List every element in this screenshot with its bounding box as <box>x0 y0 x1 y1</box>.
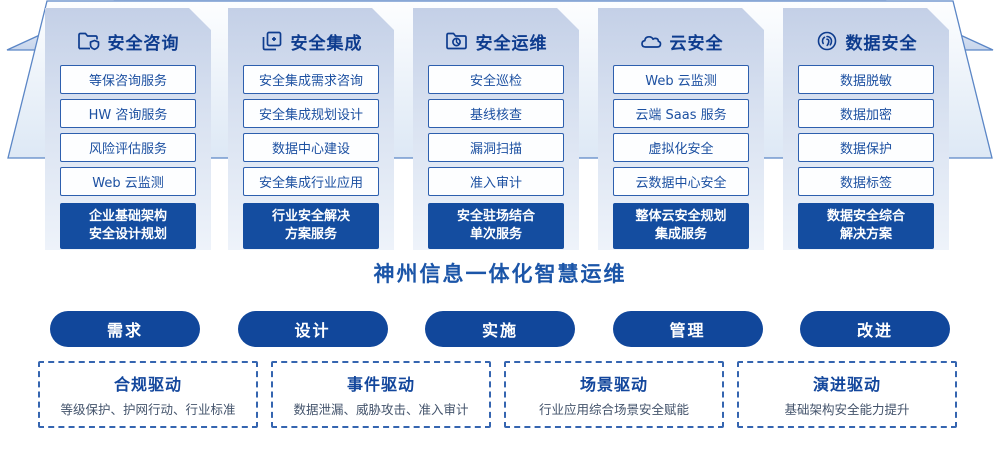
column-header: 安全集成 <box>228 28 394 54</box>
column-title: 安全集成 <box>290 33 363 54</box>
service-item: 安全集成规划设计 <box>243 99 379 128</box>
column-security-operations: 安全运维 安全巡检 基线核查 漏洞扫描 准入审计 安全驻场结合 单次服务 <box>413 8 579 250</box>
driver-incident: 事件驱动 数据泄漏、威胁攻击、准入审计 <box>271 361 491 428</box>
footer-line: 企业基础架构 <box>88 209 167 224</box>
folder-pie-chart-icon <box>445 32 467 50</box>
driver-title: 事件驱动 <box>346 375 415 394</box>
service-item: 安全集成需求咨询 <box>243 65 379 94</box>
service-item: 云数据中心安全 <box>613 167 749 196</box>
footer-line: 整体云安全规划 <box>635 209 727 224</box>
footer-line: 集成服务 <box>654 227 707 243</box>
driver-evolution: 演进驱动 基础架构安全能力提升 <box>737 361 957 428</box>
column-title: 云安全 <box>669 33 724 54</box>
copy-documents-icon <box>262 31 281 51</box>
service-item: 数据标签 <box>798 167 934 196</box>
column-items: 等保咨询服务 HW 咨询服务 风险评估服务 Web 云监测 <box>45 65 211 196</box>
column-footer: 数据安全综合 解决方案 <box>798 203 934 250</box>
footer-line: 安全驻场结合 <box>456 209 535 224</box>
column-title: 安全运维 <box>475 33 548 54</box>
pill-management: 管理 <box>612 311 763 347</box>
service-item: 安全巡检 <box>428 65 564 94</box>
column-footer: 企业基础架构 安全设计规划 <box>60 203 196 250</box>
column-cloud-security: 云安全 Web 云监测 云端 Saas 服务 虚拟化安全 云数据中心安全 整体云… <box>598 8 764 250</box>
column-header: 安全咨询 <box>45 28 211 54</box>
driver-subtitle: 基础架构安全能力提升 <box>784 402 910 417</box>
column-security-integration: 安全集成 安全集成需求咨询 安全集成规划设计 数据中心建设 安全集成行业应用 行… <box>228 8 394 250</box>
column-security-consulting: 安全咨询 等保咨询服务 HW 咨询服务 风险评估服务 Web 云监测 企业基础架… <box>45 8 211 250</box>
process-pills-row: 需求 设计 实施 管理 改进 <box>50 311 950 347</box>
column-footer: 安全驻场结合 单次服务 <box>428 203 564 250</box>
column-header: 数据安全 <box>783 28 949 54</box>
driver-subtitle: 行业应用综合场景安全赋能 <box>538 402 689 417</box>
fingerprint-icon <box>817 31 836 51</box>
column-title: 数据安全 <box>845 33 918 54</box>
driver-subtitle: 数据泄漏、威胁攻击、准入审计 <box>293 402 469 417</box>
driver-title: 合规驱动 <box>113 375 182 394</box>
column-data-security: 数据安全 数据脱敏 数据加密 数据保护 数据标签 数据安全综合 解决方案 <box>783 8 949 250</box>
service-item: 数据保护 <box>798 133 934 162</box>
drivers-row: 合规驱动 等级保护、护网行动、行业标准 事件驱动 数据泄漏、威胁攻击、准入审计 … <box>38 361 957 428</box>
column-footer: 整体云安全规划 集成服务 <box>613 203 749 250</box>
footer-line: 方案服务 <box>284 227 337 243</box>
service-item: 云端 Saas 服务 <box>613 99 749 128</box>
service-item: 数据加密 <box>798 99 934 128</box>
column-title: 安全咨询 <box>107 33 180 54</box>
service-item: Web 云监测 <box>613 65 749 94</box>
column-items: 数据脱敏 数据加密 数据保护 数据标签 <box>783 65 949 196</box>
footer-line: 数据安全综合 <box>826 209 905 224</box>
driver-title: 场景驱动 <box>579 375 648 394</box>
column-items: 安全巡检 基线核查 漏洞扫描 准入审计 <box>413 65 579 196</box>
banner-title: 神州信息一体化智慧运维 <box>373 262 627 286</box>
driver-subtitle: 等级保护、护网行动、行业标准 <box>60 402 236 417</box>
footer-line: 解决方案 <box>839 227 892 243</box>
folder-shield-icon <box>77 32 99 51</box>
column-header: 安全运维 <box>413 28 579 54</box>
column-header: 云安全 <box>598 28 764 54</box>
column-items: 安全集成需求咨询 安全集成规划设计 数据中心建设 安全集成行业应用 <box>228 65 394 196</box>
service-item: 风险评估服务 <box>60 133 196 162</box>
service-item: 虚拟化安全 <box>613 133 749 162</box>
pill-design: 设计 <box>237 311 388 347</box>
service-item: 漏洞扫描 <box>428 133 564 162</box>
service-item: 安全集成行业应用 <box>243 167 379 196</box>
service-item: 等保咨询服务 <box>60 65 196 94</box>
service-item: HW 咨询服务 <box>60 99 196 128</box>
footer-line: 行业安全解决 <box>271 209 350 224</box>
service-item: 数据中心建设 <box>243 133 379 162</box>
footer-line: 单次服务 <box>469 227 522 243</box>
column-items: Web 云监测 云端 Saas 服务 虚拟化安全 云数据中心安全 <box>598 65 764 196</box>
service-item: 数据脱敏 <box>798 65 934 94</box>
pill-implementation: 实施 <box>425 311 575 347</box>
service-item: Web 云监测 <box>60 167 196 196</box>
service-item: 基线核查 <box>428 99 564 128</box>
column-footer: 行业安全解决 方案服务 <box>243 203 379 250</box>
cloud-icon <box>640 35 661 48</box>
footer-line: 安全设计规划 <box>88 227 167 243</box>
driver-compliance: 合规驱动 等级保护、护网行动、行业标准 <box>38 361 258 428</box>
driver-scenario: 场景驱动 行业应用综合场景安全赋能 <box>504 361 724 428</box>
pill-improvement: 改进 <box>800 311 950 347</box>
service-item: 准入审计 <box>428 167 564 196</box>
driver-title: 演进驱动 <box>812 375 881 394</box>
pill-requirements: 需求 <box>50 311 200 347</box>
